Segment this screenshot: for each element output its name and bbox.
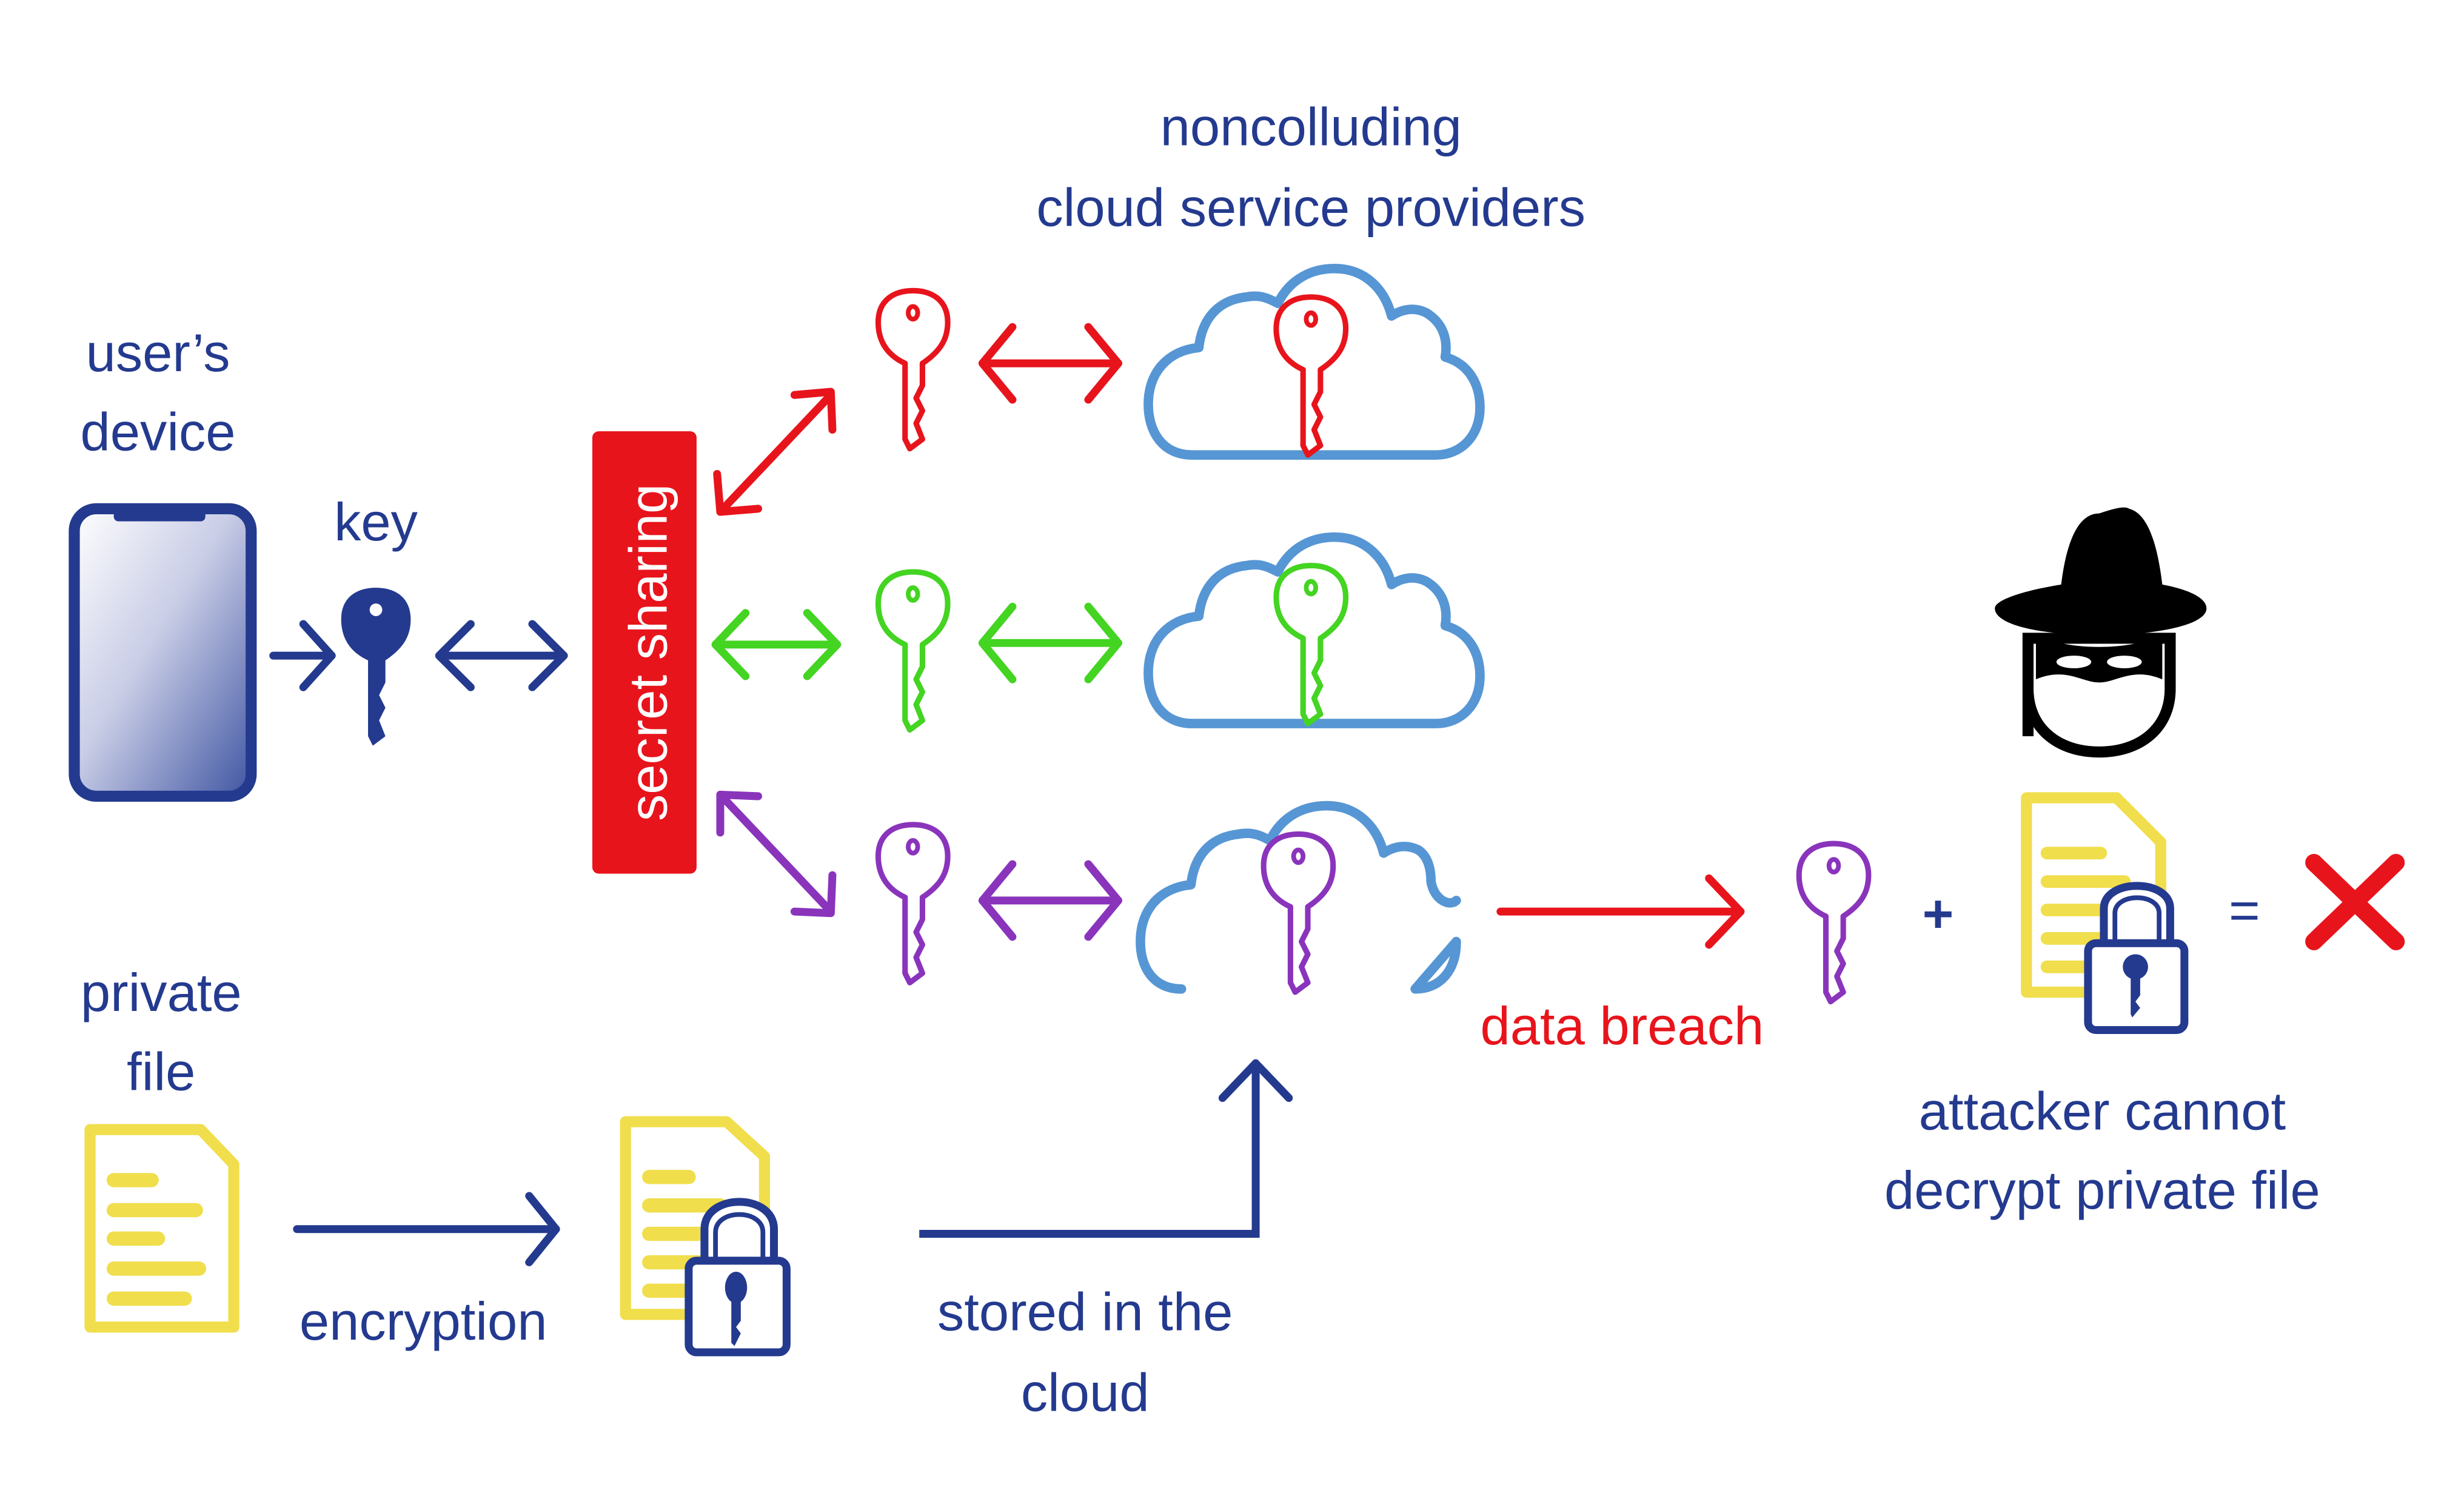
key-icon: [341, 588, 411, 746]
arrow-red-key-cloud: [978, 323, 1122, 404]
stored-in-cloud-label-line1: stored in the: [937, 1281, 1233, 1341]
data-breach-arrow: [1496, 874, 1745, 949]
equals-sign: =: [2229, 881, 2260, 941]
stored-in-cloud-arrow: [919, 1059, 1293, 1238]
document-icon: [84, 1124, 239, 1333]
arrow-to-purple-share: [716, 790, 837, 918]
encryption-label: encryption: [300, 1291, 547, 1351]
green-key-icon: [878, 572, 948, 730]
red-x-icon: [2305, 854, 2405, 950]
cloud-with-purple-key-icon: [1136, 801, 1461, 992]
cloud-with-green-key-icon: [1148, 537, 1480, 723]
arrow-purple-key-cloud: [978, 860, 1122, 941]
stolen-purple-key-icon: [1799, 844, 1869, 1002]
secret-sharing-label: secret sharing: [618, 484, 678, 821]
users-device-label-line2: device: [81, 401, 236, 462]
users-device-label-line1: user’s: [86, 323, 230, 383]
encryption-arrow: [293, 1192, 560, 1266]
arrow-to-red-share: [713, 388, 837, 516]
locked-document-icon: [620, 1116, 791, 1357]
secret-sharing-box: secret sharing: [592, 431, 697, 874]
providers-title-line1: noncolluding: [1160, 97, 1462, 157]
attacker-result-line1: attacker cannot: [1919, 1081, 2286, 1141]
plus-sign: +: [1923, 884, 1954, 944]
cloud-with-red-key-icon: [1148, 269, 1480, 455]
private-file-label-line2: file: [127, 1041, 195, 1101]
providers-title-line2: cloud service providers: [1036, 178, 1585, 238]
smartphone-icon: [69, 503, 257, 802]
purple-key-icon: [878, 825, 948, 983]
locked-document-icon-attacker: [2021, 792, 2189, 1034]
arrow-green-key-cloud: [978, 602, 1122, 683]
arrow-to-green-share: [711, 609, 842, 680]
masked-attacker-icon: [1995, 507, 2207, 758]
arrow-key-to-secret-sharing: [435, 620, 568, 691]
stored-in-cloud-label-line2: cloud: [1021, 1362, 1150, 1422]
red-key-icon: [878, 290, 948, 449]
attacker-result-line2: decrypt private file: [1884, 1160, 2320, 1220]
arrow-device-to-key: [269, 620, 336, 691]
key-label: key: [334, 492, 418, 552]
private-file-label-line1: private: [81, 962, 242, 1022]
data-breach-label: data breach: [1481, 996, 1764, 1056]
